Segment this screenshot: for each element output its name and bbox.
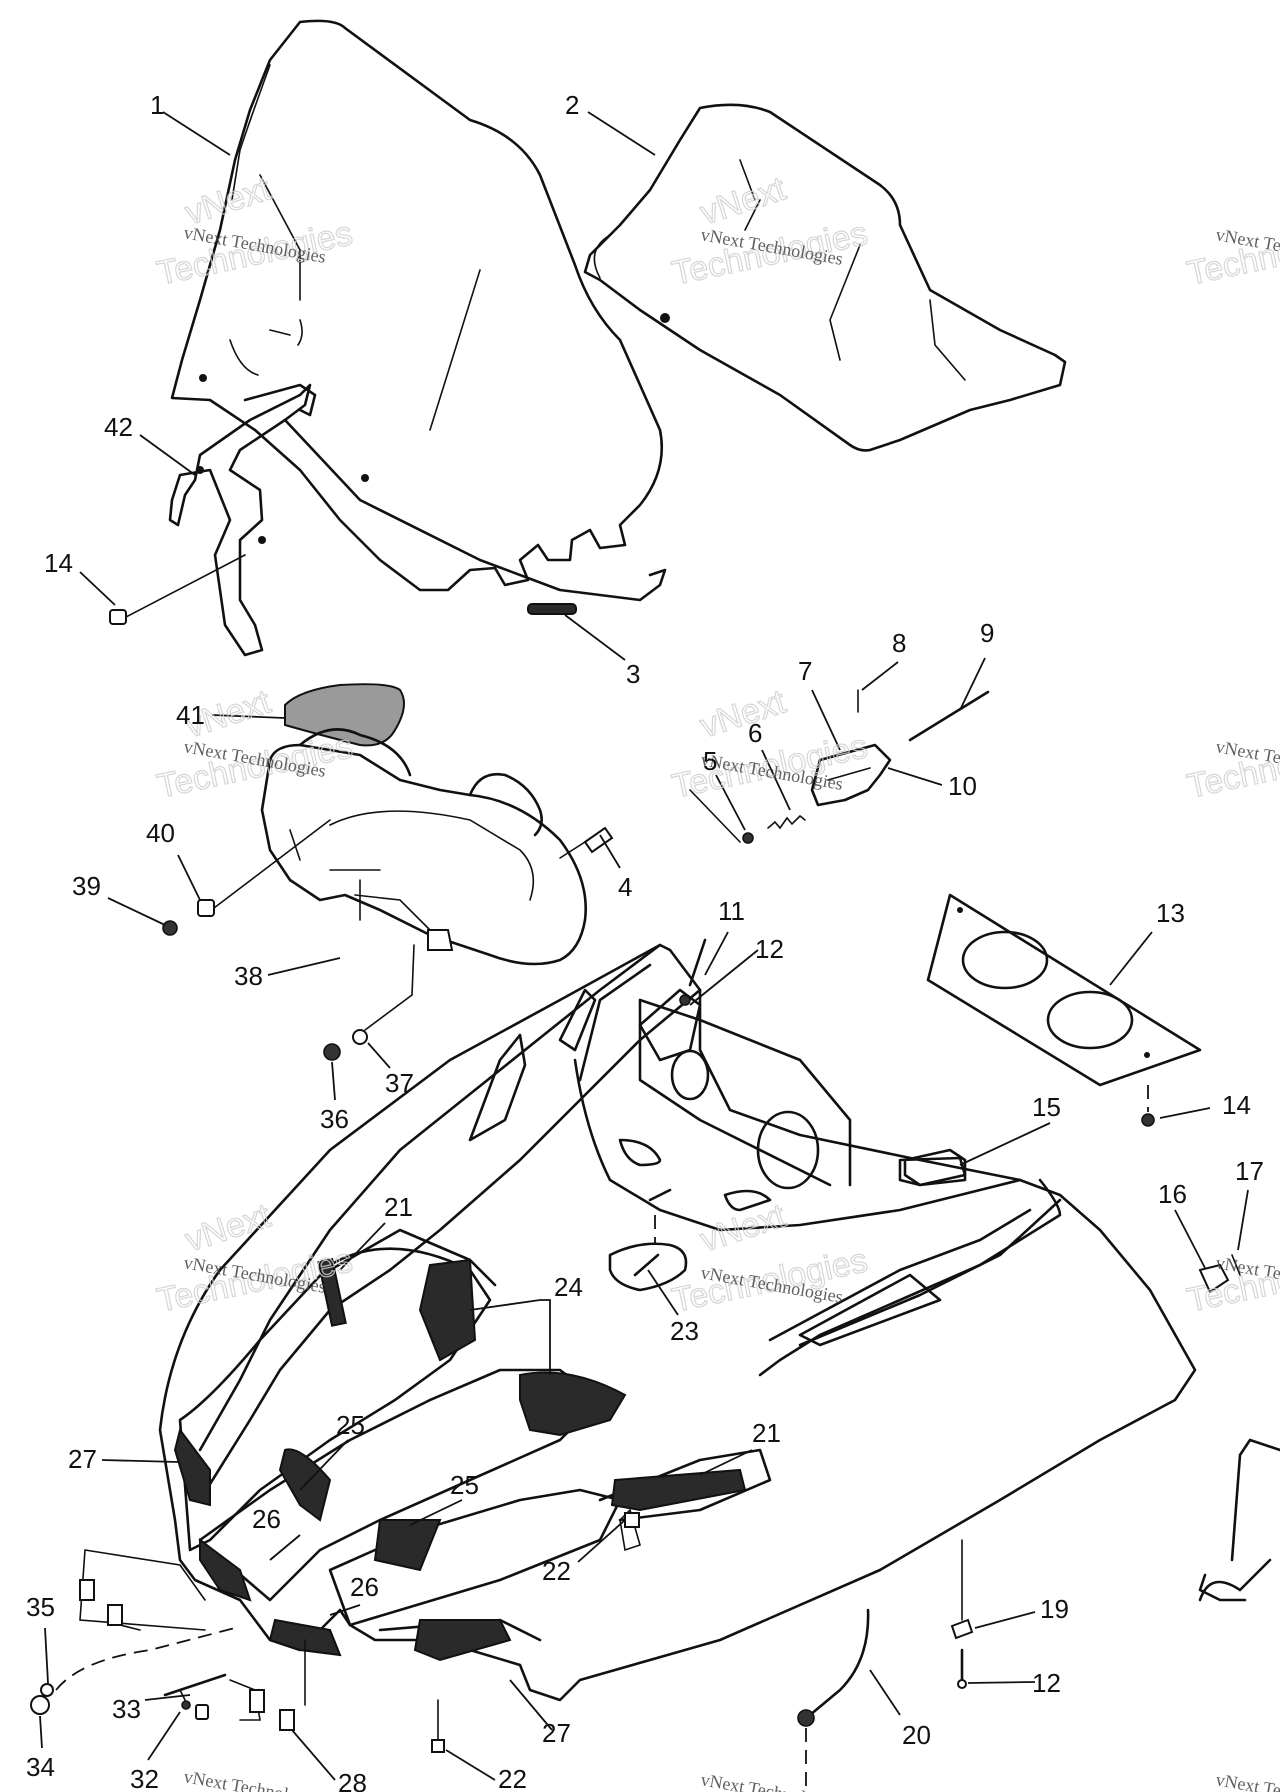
callout-19: 19 — [1040, 1594, 1069, 1624]
callout-8: 8 — [892, 628, 906, 658]
callout-17: 17 — [1235, 1156, 1264, 1186]
cable-part-20 — [797, 1608, 870, 1792]
callout-42: 42 — [104, 412, 133, 442]
callout-37: 37 — [385, 1068, 414, 1098]
callout-38: 38 — [234, 961, 263, 991]
bracket-part-42 — [168, 383, 667, 657]
callout-13: 13 — [1156, 898, 1185, 928]
watermark-top: vNext — [181, 1196, 276, 1259]
callout-labels: 1 2 42 14 3 41 40 39 4 38 37 36 8 9 7 6 … — [26, 90, 1264, 1792]
callout-4: 4 — [618, 872, 632, 902]
callout-28: 28 — [338, 1768, 367, 1792]
rod-part-9 — [908, 690, 990, 742]
callout-27: 27 — [68, 1444, 97, 1474]
callout-24: 24 — [554, 1272, 583, 1302]
watermark-small: vNext Technologies — [182, 1766, 327, 1792]
callout-16: 16 — [1158, 1179, 1187, 1209]
bracket-part-28 — [229, 1639, 306, 1731]
callout-10: 10 — [948, 771, 977, 801]
clip-part-22-upper — [624, 1512, 640, 1528]
screw-part-14-top — [109, 554, 246, 625]
callout-39: 39 — [72, 871, 101, 901]
windshield-part-1 — [170, 19, 664, 592]
bolt-part-12-lower — [957, 1648, 967, 1689]
nut-part-34-35 — [30, 1627, 236, 1715]
bolt-part-33 — [163, 1673, 227, 1720]
callout-23: 23 — [670, 1316, 699, 1346]
callout-35: 35 — [26, 1592, 55, 1622]
bracket-part-7-10 — [810, 743, 892, 807]
callout-7: 7 — [798, 656, 812, 686]
leader-lines — [39, 111, 1249, 1781]
plate-part-13 — [926, 893, 1202, 1087]
clip-part-17 — [1231, 1254, 1241, 1276]
screw-part-32 — [179, 1689, 191, 1710]
callout-2: 2 — [565, 90, 579, 120]
hood-assembly — [158, 943, 1197, 1702]
callout-33: 33 — [112, 1694, 141, 1724]
callout-15: 15 — [1032, 1092, 1061, 1122]
clip-part-22-lower — [431, 1699, 445, 1753]
watermark-top: vNext — [696, 169, 791, 232]
bolt-part-4 — [559, 826, 614, 859]
callout-41: 41 — [176, 700, 205, 730]
callout-26: 26 — [252, 1504, 281, 1534]
callout-5: 5 — [703, 746, 717, 776]
callout-22: 22 — [542, 1556, 571, 1586]
callout-40: 40 — [146, 818, 175, 848]
callout-22: 22 — [498, 1764, 527, 1792]
emblem-part-3 — [527, 603, 577, 615]
callout-25: 25 — [336, 1410, 365, 1440]
watermark-top: vNext — [696, 682, 791, 745]
callout-11: 11 — [718, 896, 745, 926]
nut-part-40 — [197, 819, 331, 917]
watermark-small: vNext Technologies — [1214, 1769, 1280, 1792]
partial-part-right-edge — [1198, 1438, 1280, 1602]
bracket-part-12-upper — [638, 988, 702, 1062]
callout-14: 14 — [44, 548, 73, 578]
callout-12: 12 — [755, 934, 784, 964]
callout-25: 25 — [450, 1470, 479, 1500]
bracket-part-left-clips — [79, 1549, 206, 1631]
callout-14: 14 — [1222, 1090, 1251, 1120]
washer-part-5 — [689, 789, 754, 844]
callout-9: 9 — [980, 618, 994, 648]
watermark-top: vNext — [181, 169, 276, 232]
watermark-small: vNext Technologies — [699, 1769, 844, 1792]
callout-27: 27 — [542, 1718, 571, 1748]
latch-part-23 — [608, 1188, 688, 1292]
cover-part-2 — [583, 103, 1067, 452]
callout-3: 3 — [626, 659, 640, 689]
callout-20: 20 — [902, 1720, 931, 1750]
watermark-top: vNext — [696, 1196, 791, 1259]
washer-part-37 — [352, 944, 415, 1045]
foam-pad-part-41 — [284, 683, 405, 747]
callout-36: 36 — [320, 1104, 349, 1134]
callout-1: 1 — [150, 90, 164, 120]
screw-part-14-right — [1141, 1085, 1155, 1127]
spring-part-6 — [767, 814, 806, 830]
callout-6: 6 — [748, 718, 762, 748]
callout-32: 32 — [130, 1764, 159, 1792]
clip-part-16 — [1198, 1263, 1230, 1294]
headlight-housing-part-38 — [260, 728, 587, 966]
nut-part-36 — [323, 1043, 341, 1061]
nut-part-39 — [162, 920, 178, 936]
callout-34: 34 — [26, 1752, 55, 1782]
callout-21: 21 — [384, 1192, 413, 1222]
block-part-15 — [903, 1148, 967, 1187]
callout-12: 12 — [1032, 1668, 1061, 1698]
callout-21: 21 — [752, 1418, 781, 1448]
bolt-part-11 — [679, 938, 707, 1006]
callout-26: 26 — [350, 1572, 379, 1602]
clip-part-19 — [950, 1539, 974, 1640]
